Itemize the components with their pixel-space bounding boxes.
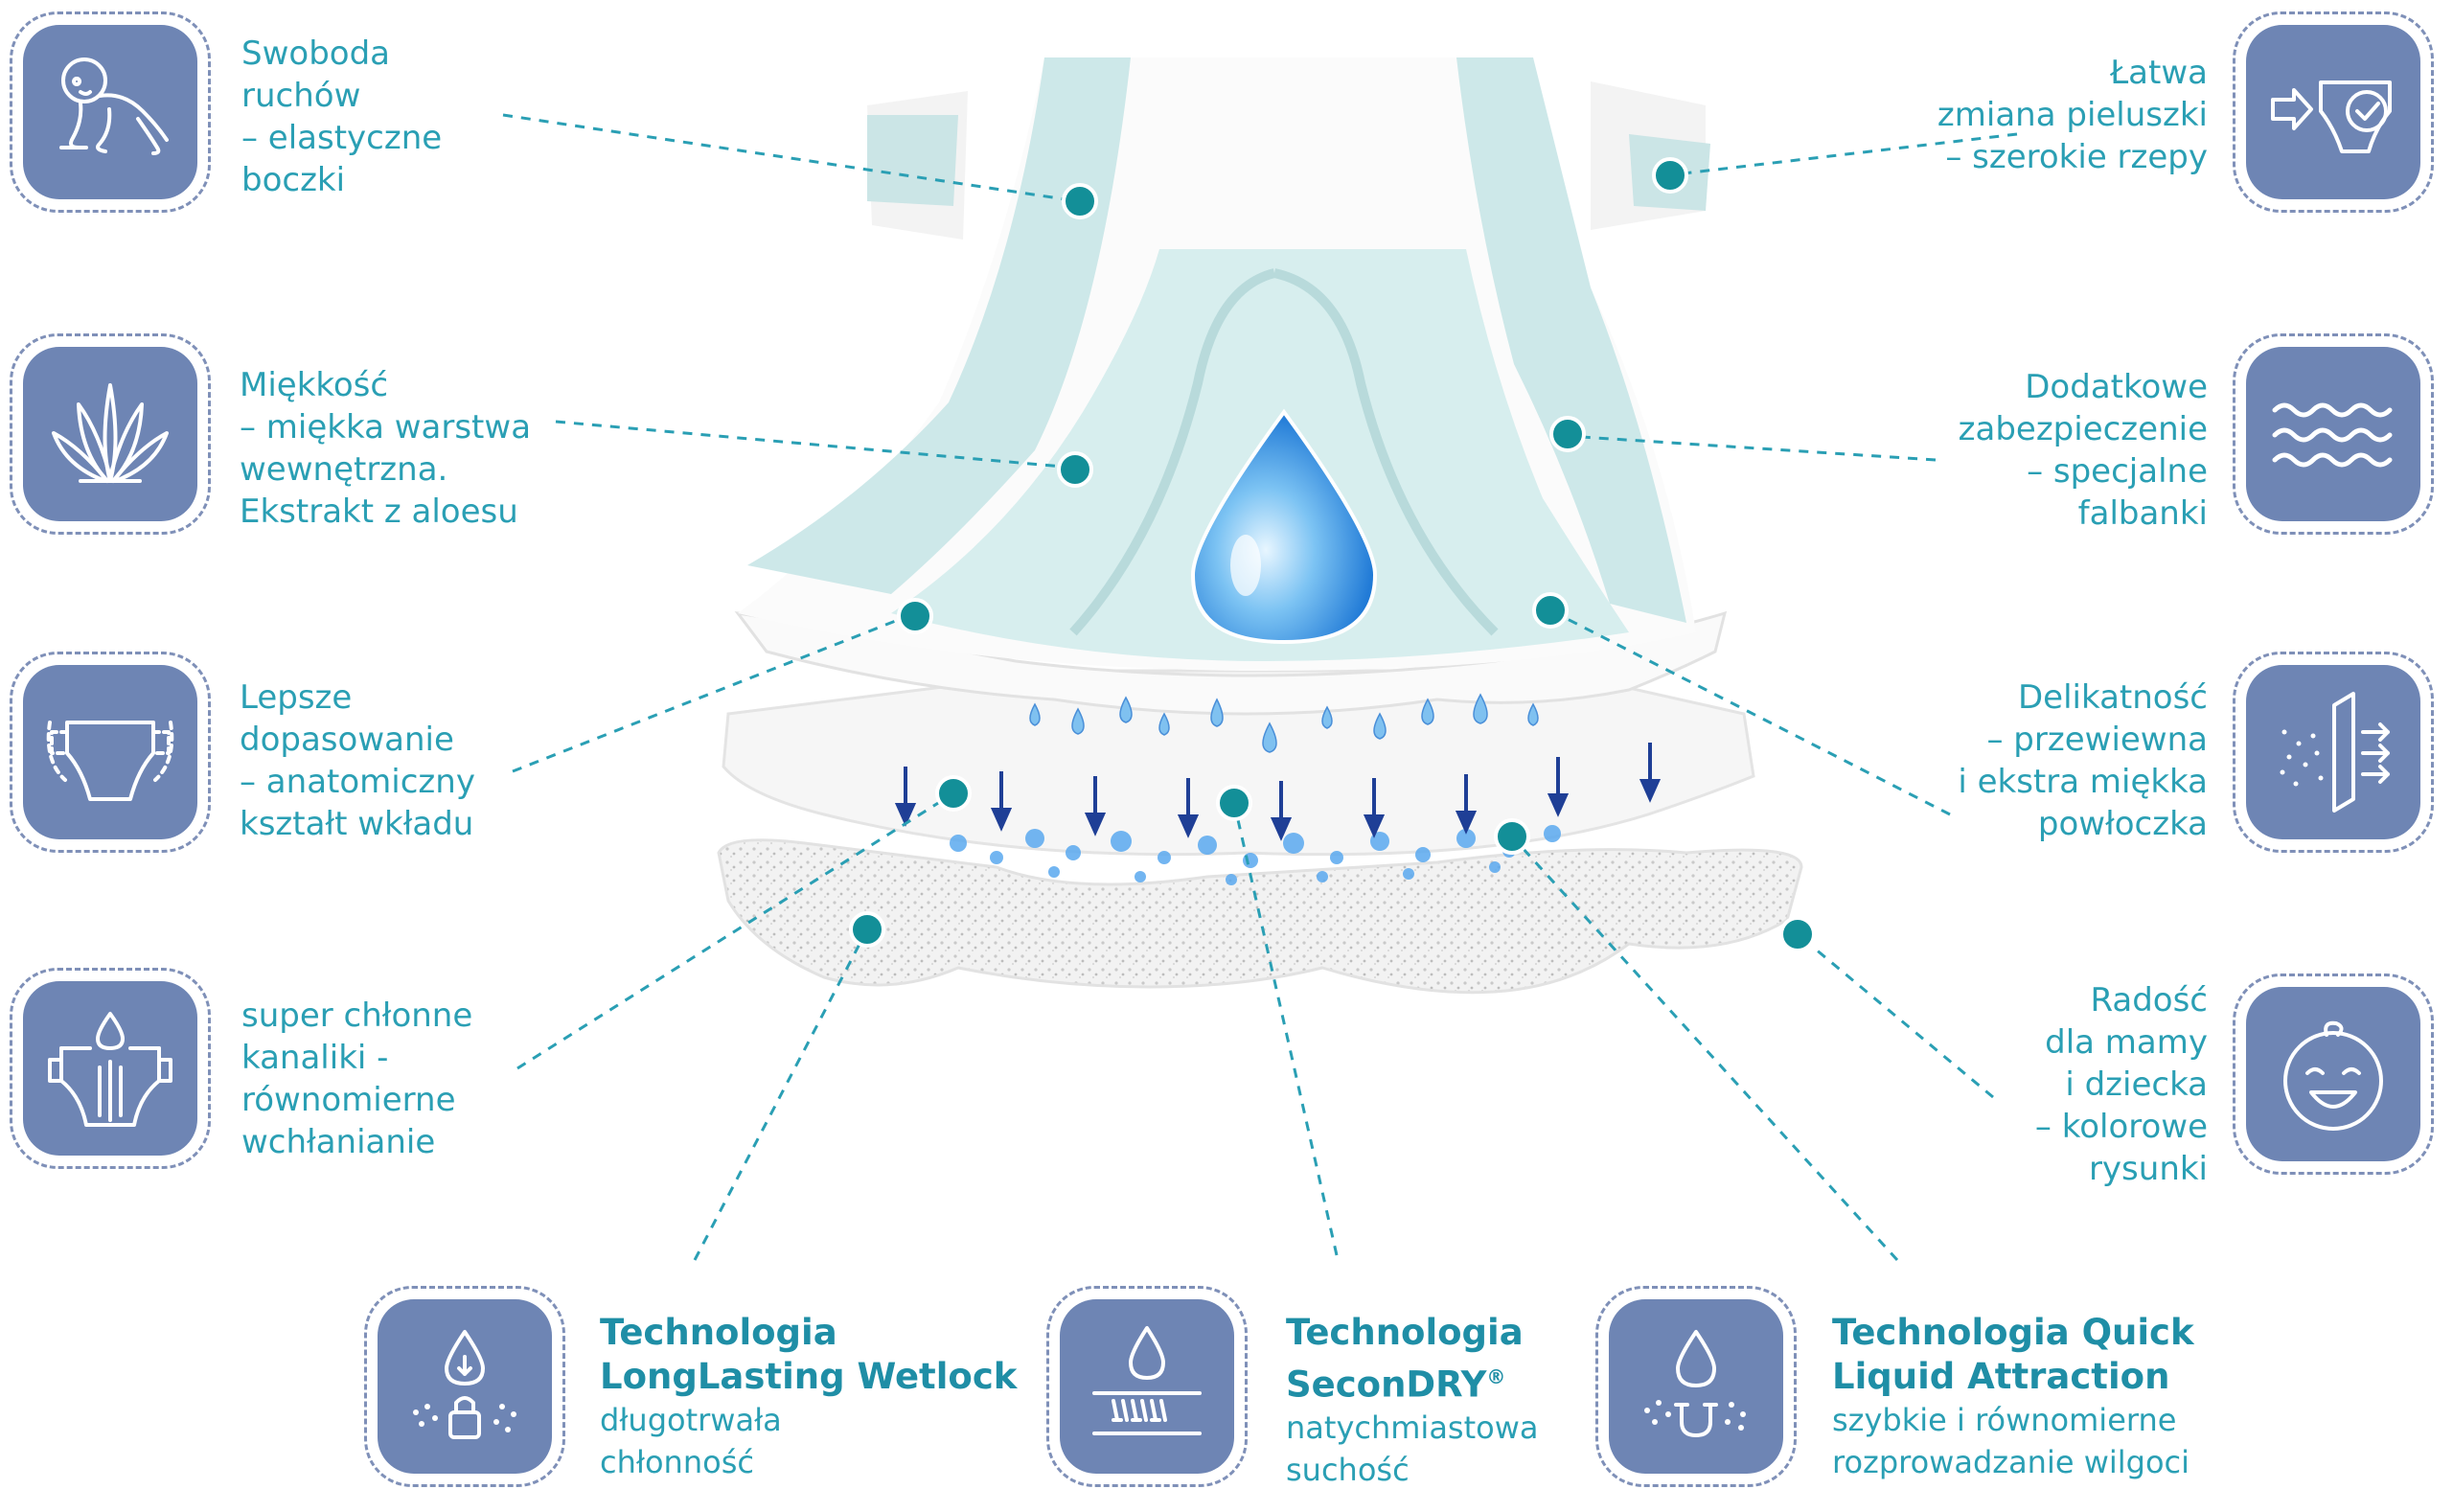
tech-desc: szybkie i równomierne bbox=[1832, 1402, 2177, 1438]
diaper-channels-icon bbox=[48, 1012, 172, 1127]
tech-title: LongLasting Wetlock bbox=[600, 1356, 1018, 1397]
badge-diaper-change bbox=[2233, 11, 2434, 213]
badge-tile bbox=[378, 1299, 552, 1474]
badge-frame bbox=[10, 11, 211, 213]
badge-frame bbox=[10, 333, 211, 535]
wetlock-icon bbox=[413, 1330, 516, 1439]
top-sheet bbox=[734, 610, 1728, 716]
badge-diaper-fit bbox=[10, 652, 211, 853]
tech-text-2: Technologia Quick Liquid Attraction szyb… bbox=[1832, 1311, 2194, 1483]
badge-frame bbox=[2233, 333, 2434, 535]
breathable-layer-icon bbox=[2280, 692, 2390, 813]
waves-icon bbox=[2272, 402, 2393, 468]
badge-frame bbox=[2233, 652, 2434, 853]
badge-frame bbox=[10, 968, 211, 1169]
badge-aloe bbox=[10, 333, 211, 535]
badge-tile bbox=[1060, 1299, 1234, 1474]
tech-title: Liquid Attraction bbox=[1832, 1356, 2170, 1397]
baby-crawling-icon bbox=[59, 57, 169, 155]
tech-desc: natychmiastowa bbox=[1286, 1409, 1539, 1447]
badge-secondry bbox=[1046, 1286, 1248, 1487]
baby-face-icon bbox=[2283, 1020, 2383, 1131]
badge-wetlock bbox=[364, 1286, 565, 1487]
tech-desc: długotrwała bbox=[600, 1402, 782, 1438]
aloe-plant-icon bbox=[52, 383, 169, 483]
tech-desc: chłonność bbox=[600, 1444, 754, 1480]
marker-dots bbox=[849, 157, 1816, 952]
badge-frame bbox=[10, 652, 211, 853]
badge-tile bbox=[1609, 1299, 1783, 1474]
tech-text-1: Technologia SeconDRY® natychmiastowa suc… bbox=[1286, 1311, 1539, 1491]
feature-label-1: Miękkość– miękka warstwa wewnętrzna.Ekst… bbox=[240, 366, 532, 531]
badge-frame bbox=[1595, 1286, 1797, 1487]
tech-title: Technologia bbox=[1286, 1312, 1524, 1353]
badge-liquid-attraction bbox=[1595, 1286, 1797, 1487]
absorbed-liquid-particles bbox=[950, 825, 1561, 885]
badge-tile bbox=[23, 665, 197, 839]
tech-title: SeconDRY® bbox=[1286, 1355, 1539, 1407]
flow-arrows bbox=[894, 743, 1662, 841]
tech-text-0: Technologia LongLasting Wetlock długotrw… bbox=[600, 1311, 1017, 1483]
badge-diaper-channels bbox=[10, 968, 211, 1169]
badge-baby-crawling bbox=[10, 11, 211, 213]
badge-frame bbox=[1046, 1286, 1248, 1487]
leader-lines bbox=[502, 113, 2018, 1262]
badge-tile bbox=[2246, 25, 2420, 199]
tech-title-name: SeconDRY bbox=[1286, 1363, 1487, 1406]
badge-breathable bbox=[2233, 652, 2434, 853]
water-drop-icon bbox=[1190, 408, 1378, 645]
tech-title: Technologia Quick bbox=[1832, 1312, 2194, 1353]
badge-frame bbox=[2233, 974, 2434, 1175]
tech-title: Technologia bbox=[600, 1312, 837, 1353]
badge-tile bbox=[2246, 665, 2420, 839]
diaper-change-icon bbox=[2271, 80, 2392, 153]
badge-tile bbox=[23, 347, 197, 521]
badge-frame bbox=[364, 1286, 565, 1487]
registered-mark: ® bbox=[1486, 1365, 1506, 1388]
secondry-icon bbox=[1092, 1326, 1202, 1435]
badge-baby-face bbox=[2233, 974, 2434, 1175]
middle-layer bbox=[722, 669, 1755, 857]
tech-desc: suchość bbox=[1286, 1452, 1410, 1489]
badge-tile bbox=[2246, 987, 2420, 1161]
badge-tile bbox=[23, 25, 197, 199]
tech-desc: rozprowadzanie wilgoci bbox=[1832, 1444, 2190, 1480]
badge-tile bbox=[2246, 347, 2420, 521]
badge-waves bbox=[2233, 333, 2434, 535]
small-droplets bbox=[1029, 693, 1539, 753]
diaper-fit-icon bbox=[46, 721, 174, 801]
badge-frame bbox=[2233, 11, 2434, 213]
badge-tile bbox=[23, 981, 197, 1156]
liquid-attraction-icon bbox=[1644, 1330, 1746, 1437]
